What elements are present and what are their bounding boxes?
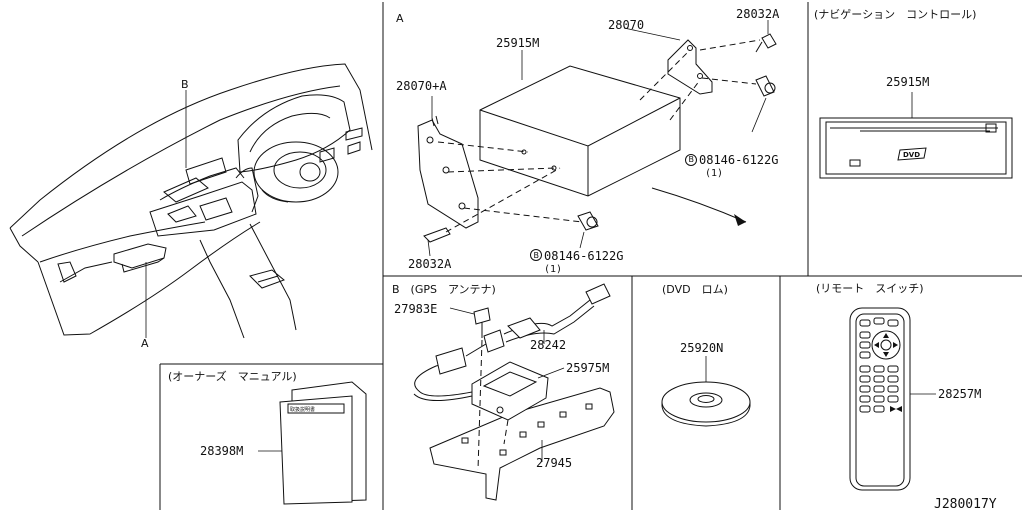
section-a-title: A xyxy=(396,12,404,25)
manual-title: (オーナーズ マニュアル) xyxy=(168,369,297,383)
gps-antenna-drawing xyxy=(413,283,615,501)
dvd-disc-drawing xyxy=(661,356,751,427)
label-gps-bracket: 27945 xyxy=(536,456,572,470)
label-bolt-bottom: 28032A xyxy=(408,257,452,271)
label-gps-cable: 28242 xyxy=(530,338,566,352)
label-dvd-rom-part: 25920N xyxy=(680,341,723,355)
label-bracket-right: 28070 xyxy=(608,18,644,32)
label-nav-control-part: 25915M xyxy=(886,75,929,89)
nav-unit-drawing xyxy=(417,20,777,261)
label-remote-part: 28257M xyxy=(938,387,981,401)
manual-cover-text: 取扱説明書 xyxy=(290,406,315,413)
dashboard-illustration xyxy=(9,63,373,339)
remote-drawing xyxy=(849,307,911,491)
b-marker-bottom: B xyxy=(534,251,540,260)
nav-control-title: (ナビゲーション コントロール) xyxy=(814,8,976,21)
label-screw-bottom: 08146-6122G xyxy=(544,249,623,263)
label-manual-part: 28398M xyxy=(200,444,243,458)
remote-title: (リモート スイッチ) xyxy=(816,282,924,295)
b-marker-right: B xyxy=(689,155,695,164)
label-screw-right-qty: (1) xyxy=(705,168,723,179)
dashboard-callout-a: A xyxy=(141,337,149,350)
label-nav-unit: 25915M xyxy=(496,36,539,50)
dvd-logo: DVD xyxy=(903,151,920,159)
dashboard-callout-b: B xyxy=(181,78,189,91)
section-b-title: B (GPS アンテナ) xyxy=(392,283,496,296)
section-frames xyxy=(159,2,1022,510)
label-screw-right: 08146-6122G xyxy=(699,153,778,167)
manual-drawing xyxy=(279,381,367,505)
label-screw-bottom-qty: (1) xyxy=(544,264,562,275)
label-gps-antenna: 25975M xyxy=(566,361,609,375)
label-gps-clip: 27983E xyxy=(394,302,437,316)
dvd-rom-title: (DVD ロム) xyxy=(662,283,728,296)
nav-control-faceplate xyxy=(819,92,1013,179)
label-bolt-top: 28032A xyxy=(736,7,780,21)
label-bracket-left: 28070+A xyxy=(396,79,447,93)
diagram-id: J280017Y xyxy=(934,497,997,512)
